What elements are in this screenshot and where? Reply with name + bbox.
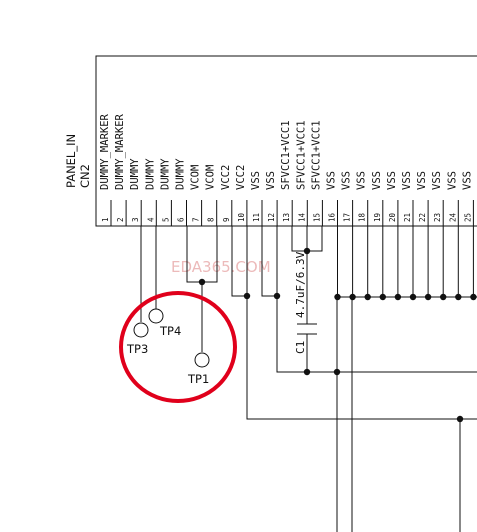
pin-number: 21 (403, 213, 412, 222)
pin-name: VSS (386, 171, 398, 190)
pin-number: 1 (101, 217, 110, 222)
pin-name: DUMMY (175, 158, 187, 190)
pin-number: 6 (177, 217, 186, 222)
pin-name: SFVCC1+VCC1 (280, 120, 292, 190)
pin-name: VSS (265, 171, 277, 190)
connector-title: PANEL_IN (64, 134, 78, 188)
pin-name: DUMMY (159, 158, 171, 190)
testpoint-tp4-label: TP4 (159, 324, 181, 338)
pin-name: VSS (250, 171, 262, 190)
pin-number: 3 (131, 217, 140, 222)
connector-ref: CN2 (78, 164, 92, 188)
pin-name: DUMMY (144, 158, 156, 190)
pin-number: 10 (237, 212, 246, 222)
wire-vss-11-12 (261, 226, 477, 373)
pin-name: VCOM (190, 165, 202, 190)
connector-body (95, 55, 477, 227)
pin-number: 7 (192, 217, 201, 222)
pin-name: SFVCC1+VCC1 (310, 120, 322, 190)
testpoint-tp3 (133, 322, 149, 338)
pin-name: VSS (356, 171, 368, 190)
wire-vcom (186, 226, 218, 352)
pin-name: VSS (341, 171, 353, 190)
junction (364, 293, 371, 301)
pin-number: 9 (222, 217, 231, 222)
pin-number: 16 (328, 212, 337, 222)
capacitor-ref: C1 (294, 341, 307, 354)
junction (334, 293, 341, 301)
pin-name: VSS (371, 171, 383, 190)
pin-name: DUMMY_MARKER (99, 113, 111, 190)
pin-number: 24 (448, 212, 457, 222)
pin-number: 15 (312, 213, 321, 222)
pin-number: 8 (207, 217, 216, 222)
wire-vss-bus (336, 296, 477, 532)
pin-number: 4 (146, 217, 155, 222)
testpoint-tp1 (194, 352, 210, 368)
junction (409, 293, 417, 301)
pin-number: 22 (418, 213, 427, 222)
testpoint-tp3-label: TP3 (126, 342, 148, 356)
pin-name: VSS (461, 171, 473, 190)
pin-name: VCC2 (220, 165, 232, 190)
junction (303, 368, 311, 376)
pin-number: 18 (358, 212, 367, 222)
highlight-circle (119, 291, 237, 403)
pin-number: 12 (267, 213, 276, 222)
pin-name: DUMMY (129, 158, 141, 190)
junction (273, 292, 281, 300)
junction (455, 293, 462, 301)
junction (456, 415, 464, 423)
pin-name: VSS (446, 171, 458, 190)
pin-number: 23 (433, 213, 442, 222)
testpoint-tp4 (148, 308, 164, 324)
pin-number: 20 (388, 212, 397, 222)
pin-name: VSS (431, 171, 443, 190)
junction (440, 293, 447, 301)
pin-name: VSS (416, 171, 428, 190)
pin-name: SFVCC1+VCC1 (295, 120, 307, 190)
pin-name: VSS (401, 171, 413, 190)
pin-number: 19 (373, 213, 382, 222)
junction (303, 247, 311, 255)
testpoint-tp1-label: TP1 (187, 372, 209, 386)
pin-name: VCC2 (235, 165, 247, 190)
pin-name: VSS (326, 171, 338, 190)
junction (243, 292, 251, 300)
pin-number: 5 (161, 217, 170, 222)
junction (379, 293, 386, 301)
pin-name: VCOM (205, 165, 217, 190)
pin-number: 17 (343, 213, 352, 222)
pin-number: 13 (282, 213, 291, 222)
junction (394, 293, 402, 301)
junction (424, 293, 432, 301)
junction (198, 278, 206, 286)
connector-pins: DUMMY_MARKER 1 DUMMY_MARKER 2 DUMMY 3 DUMMY 4 DU… (99, 113, 474, 226)
vss-bus-junctions (334, 226, 477, 301)
capacitor-value: 4.7uF/6.3V (294, 251, 307, 318)
pin-number: 25 (463, 213, 472, 222)
junction (470, 293, 477, 301)
watermark: EDA365.COM (171, 258, 271, 276)
junction (333, 368, 341, 376)
pin-number: 2 (116, 217, 125, 222)
pin-number: 14 (297, 212, 306, 222)
junction (349, 293, 356, 301)
wire-vcc2 (231, 226, 477, 420)
pin-number: 11 (252, 213, 261, 222)
pin-name: DUMMY_MARKER (114, 113, 126, 190)
